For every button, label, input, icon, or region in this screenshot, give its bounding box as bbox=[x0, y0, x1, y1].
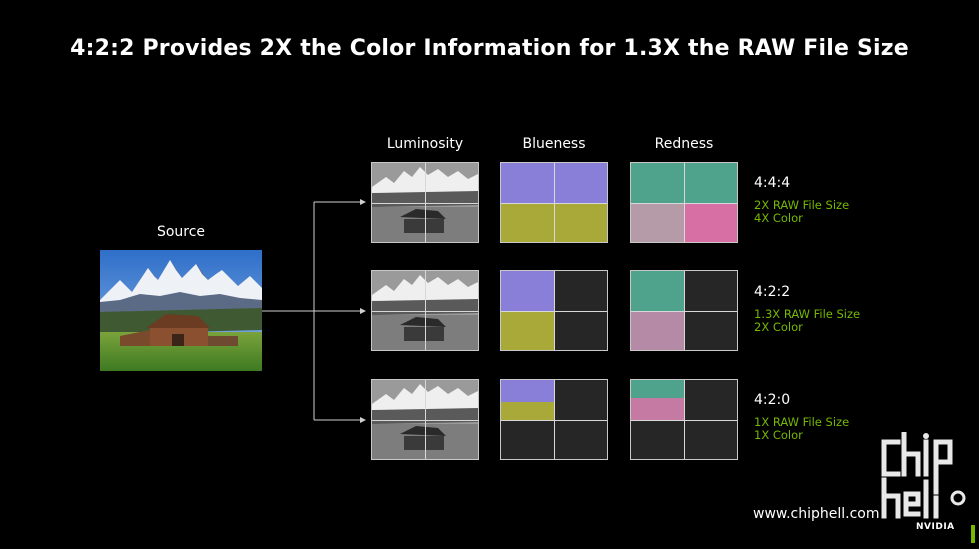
watermark-text: www.chiphell.com bbox=[753, 506, 880, 522]
format-label: 4:2:0 bbox=[754, 392, 791, 408]
column-header-blueness: Blueness bbox=[522, 136, 586, 152]
accent-bar bbox=[971, 525, 975, 543]
format-label: 4:4:4 bbox=[754, 175, 791, 191]
blueness-cell-422 bbox=[500, 270, 608, 351]
column-header-luminosity: Luminosity bbox=[386, 136, 464, 152]
color-amount-label: 1X Color bbox=[754, 428, 803, 442]
row-info-422: 4:2:2 1.3X RAW File Size 2X Color bbox=[754, 284, 861, 334]
file-size-label: 1X RAW File Size bbox=[754, 415, 850, 429]
slide-title: 4:2:2 Provides 2X the Color Information … bbox=[70, 36, 909, 61]
redness-cell-420 bbox=[630, 379, 738, 460]
redness-cell-422 bbox=[630, 270, 738, 351]
source-image bbox=[100, 250, 262, 371]
color-amount-label: 2X Color bbox=[754, 320, 803, 334]
blueness-cell-444 bbox=[500, 162, 608, 243]
column-header-redness: Redness bbox=[654, 136, 714, 152]
chiphell-logo-icon bbox=[880, 431, 966, 524]
color-amount-label: 4X Color bbox=[754, 211, 803, 225]
file-size-label: 2X RAW File Size bbox=[754, 198, 850, 212]
nvidia-logo-icon: NVIDIA bbox=[916, 522, 955, 532]
blueness-cell-420 bbox=[500, 379, 608, 460]
file-size-label: 1.3X RAW File Size bbox=[754, 307, 861, 321]
source-label: Source bbox=[156, 224, 206, 240]
luminosity-cell-422 bbox=[371, 270, 479, 351]
row-info-420: 4:2:0 1X RAW File Size 1X Color bbox=[754, 392, 850, 442]
luminosity-cell-420 bbox=[371, 379, 479, 460]
luminosity-cell-444 bbox=[371, 162, 479, 243]
row-info-444: 4:4:4 2X RAW File Size 4X Color bbox=[754, 175, 850, 225]
format-label: 4:2:2 bbox=[754, 284, 791, 300]
redness-cell-444 bbox=[630, 162, 738, 243]
